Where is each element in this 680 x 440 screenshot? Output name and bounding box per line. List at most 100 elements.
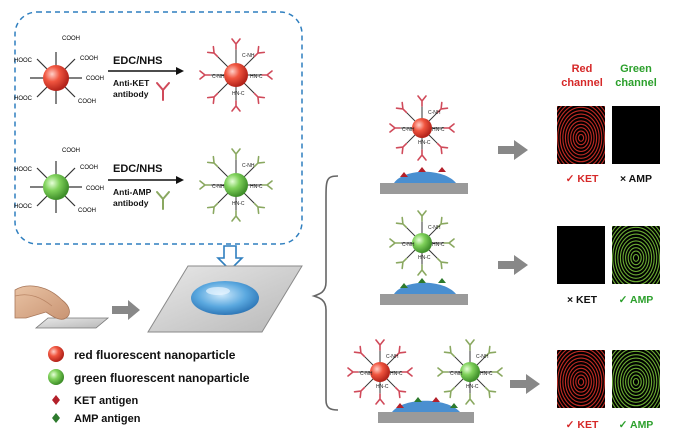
amide-label: HN-C xyxy=(250,184,263,190)
process-arrow-icon xyxy=(498,255,528,275)
antibody-icon xyxy=(353,386,366,399)
reagent-label: EDC/NHS xyxy=(113,55,163,67)
result-label: ✓ AMP xyxy=(619,294,654,306)
antibody-icon xyxy=(443,345,456,358)
legend-label: green fluorescent nanoparticle xyxy=(74,371,250,385)
green-channel-header: Green xyxy=(620,63,652,75)
hooc-label: HOOC xyxy=(14,58,33,64)
antibody-icon xyxy=(375,339,385,351)
antibody-icon xyxy=(417,149,427,161)
amide-label: C-NH xyxy=(242,53,255,59)
cooh-label: COOH xyxy=(80,56,98,62)
amide-label: HN-C xyxy=(480,371,493,377)
hooc-label: HOOC xyxy=(14,167,33,173)
antibody-icon xyxy=(436,257,449,270)
antibody-icon xyxy=(253,45,266,58)
fingerprint-green-channel xyxy=(612,226,660,284)
cooh-label: COOH xyxy=(86,76,104,82)
legend-red-np-icon xyxy=(48,346,64,362)
fingerprint-red-channel xyxy=(557,350,605,408)
antibody-icon xyxy=(253,92,266,105)
antibody-icon xyxy=(465,339,475,351)
antibody-icon xyxy=(436,216,449,229)
legend-label: red fluorescent nanoparticle xyxy=(74,348,236,362)
antibody-icon xyxy=(417,210,427,222)
antibody-icon xyxy=(417,95,427,107)
amide-label: C-NH xyxy=(242,163,255,169)
cooh-label: COOH xyxy=(62,36,80,42)
anti-ket-antibody-icon xyxy=(156,82,170,101)
result-label: × KET xyxy=(567,294,598,306)
antibody-icon xyxy=(353,345,366,358)
amide-label: HN-C xyxy=(376,384,389,390)
antibody-icon xyxy=(443,238,455,248)
green-np-carboxyl xyxy=(30,161,82,213)
antibody-icon xyxy=(484,386,497,399)
process-arrow-icon xyxy=(498,140,528,160)
amide-label: C-NH xyxy=(386,354,399,360)
antibody-label: Anti-AMP xyxy=(113,187,152,197)
amide-label: HN-C xyxy=(232,201,245,207)
amide-label: HN-C xyxy=(432,242,445,248)
fingerprint-green-channel xyxy=(612,350,660,408)
antibody-icon xyxy=(401,367,413,377)
antibody-icon xyxy=(206,155,219,168)
antibody-icon xyxy=(395,101,408,114)
amide-label: HN-C xyxy=(232,91,245,97)
amide-label: C-NH xyxy=(428,225,441,231)
antibody-label: Anti-KET xyxy=(113,78,150,88)
antibody-icon xyxy=(389,238,401,248)
antibody-label: antibody xyxy=(113,198,149,208)
antibody-icon xyxy=(443,123,455,133)
amide-label: C-NH xyxy=(450,371,463,377)
result-label: ✓ KET xyxy=(566,419,599,431)
cooh-label: COOH xyxy=(62,148,80,154)
hooc-label: HOOC xyxy=(14,96,33,102)
branch-bracket xyxy=(311,175,339,411)
antibody-icon xyxy=(436,101,449,114)
antibody-icon xyxy=(231,38,241,50)
antibody-icon xyxy=(199,180,211,190)
result-label: × AMP xyxy=(620,173,652,185)
antibody-icon xyxy=(395,216,408,229)
antibody-icon xyxy=(206,45,219,58)
legend-amp-icon xyxy=(52,413,60,423)
antibody-icon xyxy=(231,100,241,112)
legend-green-np-icon xyxy=(48,369,64,385)
antibody-icon xyxy=(261,70,273,80)
amide-label: C-NH xyxy=(428,110,441,116)
amide-label: C-NH xyxy=(476,354,489,360)
result-label: ✓ KET xyxy=(566,173,599,185)
antibody-icon xyxy=(417,264,427,276)
antibody-icon xyxy=(394,386,407,399)
antibody-icon xyxy=(206,92,219,105)
green-np-bound: C-NH HN-C C-NH HN-C xyxy=(437,339,503,405)
antibody-icon xyxy=(231,148,241,160)
finger-press-icon xyxy=(14,285,110,329)
antibody-icon xyxy=(253,202,266,215)
antibody-icon xyxy=(484,345,497,358)
amide-label: HN-C xyxy=(432,127,445,133)
amide-label: C-NH xyxy=(360,371,373,377)
amide-label: C-NH xyxy=(402,242,415,248)
legend-label: AMP antigen xyxy=(74,413,141,425)
cooh-label: COOH xyxy=(80,165,98,171)
red-channel-header: channel xyxy=(561,77,603,89)
legend-label: KET antigen xyxy=(74,395,138,407)
result-label: ✓ AMP xyxy=(619,419,654,431)
fingerprint-red-channel xyxy=(557,106,605,164)
amide-label: HN-C xyxy=(418,140,431,146)
antibody-icon xyxy=(199,70,211,80)
droplet-plate xyxy=(147,265,303,333)
amide-label: HN-C xyxy=(466,384,479,390)
antibody-icon xyxy=(465,393,475,405)
hooc-label: HOOC xyxy=(14,204,33,210)
antibody-icon xyxy=(437,367,449,377)
antibody-icon xyxy=(206,202,219,215)
